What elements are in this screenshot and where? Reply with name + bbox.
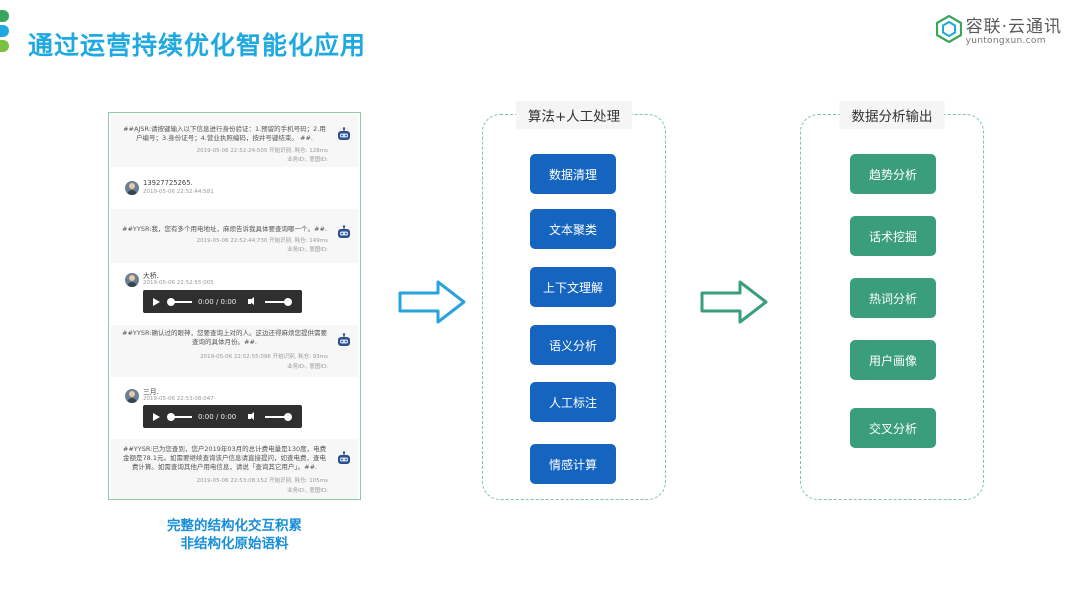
- company-logo: 容联·云通讯 yuntongxun.com: [935, 12, 1062, 46]
- bot-message-text: ##YYSR:确认过的眼神，您要查询上对的人。这边还得麻烦您提供需要查询的具体月…: [122, 329, 327, 346]
- user-avatar: [125, 389, 139, 403]
- user-message-time: 2019-05-06 22:53:08:047: [143, 396, 214, 402]
- bot-message-time: 2019-05-06 22:52:24:505 开始识别, 耗仓: 128ms: [196, 148, 328, 154]
- chat-message-user-audio: 大桥. 2019-05-06 22:52:55:005 0:00 / 0:00: [111, 265, 358, 323]
- caption-line-2: 非结构化原始语料: [180, 536, 289, 552]
- audio-time: 0:00 / 0:00: [198, 297, 237, 306]
- user-avatar: [125, 273, 139, 287]
- processing-group: 算法+人工处理: [482, 101, 666, 500]
- caption-line-1: 完整的结构化交互积累: [167, 518, 302, 534]
- bot-message-text: ##YYSR:我，您有多个用电地址，麻烦告诉我具体要查询哪一个。##.: [122, 225, 327, 233]
- audio-seek-bar[interactable]: [167, 297, 192, 306]
- chat-transcript-panel: ##AJSR:请按键输入以下信息进行身份验证：1.预留的手机号码；2.用户编号；…: [108, 112, 361, 500]
- processing-step-manual-annotation: 人工标注: [530, 382, 616, 422]
- accent-bar-lime: [0, 40, 9, 52]
- user-message-time: 2019-05-06 22:52:55:005: [143, 280, 214, 286]
- robot-icon: [338, 333, 350, 346]
- processing-step-text-clustering: 文本聚类: [530, 209, 616, 249]
- user-message-text: 大桥.: [143, 272, 159, 280]
- output-cross-analysis: 交叉分析: [850, 408, 936, 448]
- chat-message-user: 13927725265. 2019-05-06 22:52:44:581: [111, 169, 358, 207]
- output-script-mining: 话术挖掘: [850, 216, 936, 256]
- processing-step-data-cleaning: 数据清理: [530, 154, 616, 194]
- play-icon[interactable]: [153, 412, 160, 421]
- user-message-text: 13927725265.: [143, 179, 193, 187]
- bot-message-text: ##YYSR:已为您查到，您户2019年03月的总计费电量是130度，电费金额是…: [122, 445, 327, 471]
- audio-seek-bar[interactable]: [167, 412, 192, 421]
- processing-step-context-understanding: 上下文理解: [530, 267, 616, 307]
- bot-message-text: ##AJSR:请按键输入以下信息进行身份验证：1.预留的手机号码；2.用户编号；…: [123, 125, 326, 142]
- chat-message-bot: ##YYSR:我，您有多个用电地址，麻烦告诉我具体要查询哪一个。##. 2019…: [111, 209, 358, 263]
- bot-message-time: 2019-05-06 22:53:08:152 开始识别, 耗仓: 105ms: [196, 478, 328, 484]
- volume-slider[interactable]: [265, 412, 293, 421]
- chat-message-bot: ##YYSR:确认过的眼神，您要查询上对的人。这边还得麻烦您提供需要查询的具体月…: [111, 325, 358, 377]
- bot-message-time: 2019-05-06 22:52:55:096 开始识别, 耗仓: 93ms: [200, 354, 328, 360]
- robot-icon: [338, 451, 350, 464]
- play-icon[interactable]: [153, 297, 160, 306]
- output-group-title: 数据分析输出: [839, 101, 945, 129]
- logo-domain: yuntongxun.com: [965, 36, 1046, 46]
- chat-message-bot: ##AJSR:请按键输入以下信息进行身份验证：1.预留的手机号码；2.用户编号；…: [111, 115, 358, 167]
- processing-step-sentiment-computing: 情感计算: [530, 444, 616, 484]
- hexagon-logo-icon: [935, 15, 962, 43]
- logo-name: 容联·云通讯: [965, 17, 1062, 37]
- robot-icon: [338, 225, 350, 238]
- robot-icon: [338, 127, 350, 140]
- page-title: 通过运营持续优化智能化应用: [28, 31, 367, 60]
- chat-message-bot: ##YYSR:已为您查到，您户2019年03月的总计费电量是130度，电费金额是…: [111, 439, 358, 499]
- audio-time: 0:00 / 0:00: [198, 412, 237, 421]
- output-hotword-analysis: 热词分析: [850, 278, 936, 318]
- volume-icon[interactable]: [248, 412, 257, 421]
- audio-player[interactable]: 0:00 / 0:00: [143, 405, 302, 428]
- processing-step-semantic-analysis: 语义分析: [530, 325, 616, 365]
- chat-message-user-audio: 三月. 2019-05-06 22:53:08:047 0:00 / 0:00: [111, 379, 358, 437]
- output-user-profile: 用户画像: [850, 340, 936, 380]
- right-arrow-icon: [700, 280, 768, 324]
- output-trend-analysis: 趋势分析: [850, 154, 936, 194]
- bot-message-id: 业务ID:, 意图ID:: [287, 364, 328, 370]
- output-group: 数据分析输出: [800, 101, 984, 500]
- user-message-time: 2019-05-06 22:52:44:581: [143, 189, 214, 195]
- accent-bars: [0, 10, 10, 55]
- processing-group-title: 算法+人工处理: [515, 101, 633, 129]
- user-message-text: 三月.: [143, 388, 159, 396]
- audio-player[interactable]: 0:00 / 0:00: [143, 290, 302, 313]
- bot-message-id: 业务ID:, 意图ID:: [287, 157, 328, 163]
- right-arrow-icon: [398, 280, 466, 324]
- bot-message-id: 业务ID:, 意图ID:: [287, 488, 328, 494]
- accent-bar-green: [0, 10, 9, 22]
- volume-slider[interactable]: [265, 297, 293, 306]
- bot-message-id: 业务ID:, 意图ID:: [287, 247, 328, 253]
- volume-icon[interactable]: [248, 297, 257, 306]
- user-avatar: [125, 181, 139, 195]
- accent-bar-blue: [0, 25, 9, 37]
- bot-message-time: 2019-05-06 22:52:44:730 开始识别, 耗仓: 149ms: [196, 238, 328, 244]
